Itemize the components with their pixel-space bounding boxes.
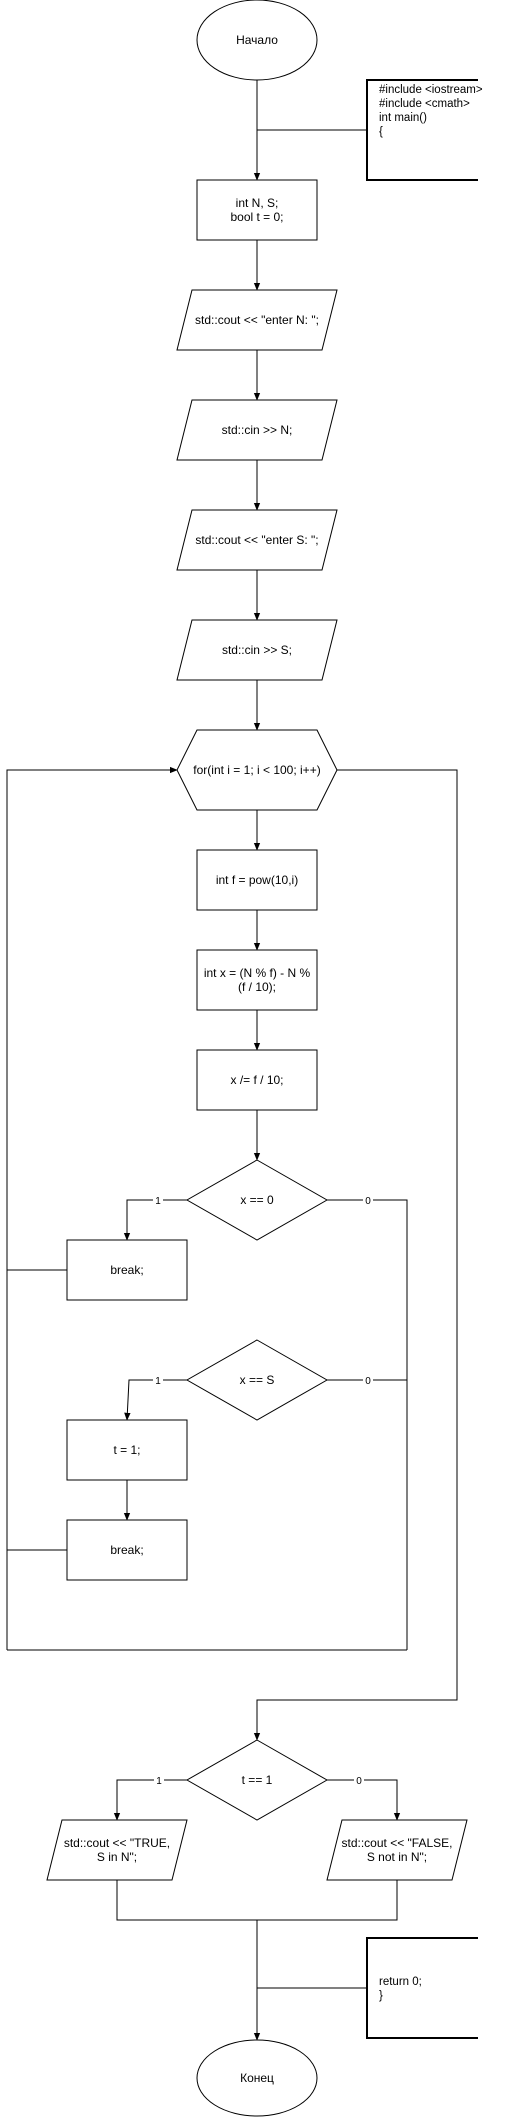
set-t-box <box>66 1419 188 1481</box>
break-2-box <box>66 1519 188 1581</box>
read-s-label: std::cin >> S; <box>222 643 292 657</box>
calc-f-node: int f = pow(10,i) <box>196 849 318 911</box>
declare-box <box>196 179 318 241</box>
out-false-parallelogram <box>326 1819 468 1881</box>
check-zero-yes-label: 1 <box>155 1196 161 1207</box>
check-t-node: t == 1 <box>185 1739 329 1821</box>
calc-f-box <box>196 849 318 911</box>
out-false-line-1: std::cout << "FALSE, <box>342 1836 453 1850</box>
break-1-node: break; <box>66 1239 188 1301</box>
set-t-node: t = 1; <box>66 1419 188 1481</box>
start-node: Начало <box>196 0 318 81</box>
annotation-top: #include <iostream> #include <cmath> int… <box>366 79 483 181</box>
prompt-s-label: std::cout << "enter S: "; <box>195 533 318 547</box>
check-t-diamond <box>185 1739 329 1821</box>
start-ellipse <box>196 0 318 81</box>
check-zero-no-label: 0 <box>365 1196 371 1207</box>
check-zero-node: x == 0 <box>185 1159 329 1241</box>
connector-loop-exit <box>253 769 458 1741</box>
div-x-node: x /= f / 10; <box>196 1049 318 1111</box>
div-x-label: x /= f / 10; <box>230 1073 283 1087</box>
read-n-label: std::cin >> N; <box>222 423 293 437</box>
loop-hexagon <box>176 729 338 811</box>
connector-merge <box>116 1880 398 1921</box>
calc-x-line-2: (f / 10); <box>238 980 276 994</box>
prompt-s-parallelogram <box>176 509 338 571</box>
break-2-node: break; <box>66 1519 188 1581</box>
break-2-label: break; <box>110 1543 143 1557</box>
end-ellipse <box>196 2039 318 2117</box>
read-s-node: std::cin >> S; <box>176 619 338 681</box>
loop-node: for(int i = 1; i < 100; i++) <box>176 729 338 811</box>
prompt-s-node: std::cout << "enter S: "; <box>176 509 338 571</box>
annotation-bottom-bracket <box>366 1937 478 2039</box>
out-true-line-1: std::cout << "TRUE, <box>64 1836 170 1850</box>
annotation-top-line-3: int main() <box>379 112 427 124</box>
read-n-parallelogram <box>176 399 338 461</box>
connector-check-t-yes <box>113 1779 187 1821</box>
check-s-node: x == S <box>185 1339 329 1421</box>
set-t-label: t = 1; <box>113 1443 140 1457</box>
connector-check-t-no <box>327 1779 401 1821</box>
check-t-label: t == 1 <box>242 1773 273 1787</box>
annotation-top-line-4: { <box>379 126 383 138</box>
out-true-parallelogram <box>46 1819 188 1881</box>
read-n-node: std::cin >> N; <box>176 399 338 461</box>
connector-check-zero-no <box>327 1199 408 1650</box>
connector-loop-return <box>6 766 178 1650</box>
check-s-diamond <box>185 1339 329 1421</box>
read-s-parallelogram <box>176 619 338 681</box>
out-false-node: std::cout << "FALSE, S not in N"; <box>326 1819 468 1881</box>
calc-x-line-1: int x = (N % f) - N % <box>204 966 311 980</box>
annotation-bottom-line-1: return 0; <box>379 1976 422 1988</box>
break-1-label: break; <box>110 1263 143 1277</box>
check-s-no-label: 0 <box>365 1376 371 1387</box>
check-zero-label: x == 0 <box>240 1193 274 1207</box>
calc-x-box <box>196 949 318 1011</box>
declare-line-2: bool t = 0; <box>230 210 283 224</box>
out-true-node: std::cout << "TRUE, S in N"; <box>46 1819 188 1881</box>
div-x-box <box>196 1049 318 1111</box>
annotation-top-line-2: #include <cmath> <box>379 98 470 110</box>
annotation-top-bracket <box>366 79 478 181</box>
annotation-top-line-1: #include <iostream> <box>379 84 483 96</box>
loop-label: for(int i = 1; i < 100; i++) <box>193 763 320 777</box>
connectors <box>6 80 458 2041</box>
calc-f-label: int f = pow(10,i) <box>216 873 298 887</box>
branch-labels: 1 0 1 0 1 0 <box>153 1194 373 1787</box>
calc-x-node: int x = (N % f) - N % (f / 10); <box>196 949 318 1011</box>
annotation-bottom: return 0; } <box>366 1937 478 2039</box>
check-s-label: x == S <box>240 1373 275 1387</box>
declare-line-1: int N, S; <box>236 196 279 210</box>
check-zero-diamond <box>185 1159 329 1241</box>
out-true-line-2: S in N"; <box>97 1850 137 1864</box>
end-node: Конец <box>196 2039 318 2117</box>
check-s-yes-label: 1 <box>155 1376 161 1387</box>
out-false-line-2: S not in N"; <box>367 1850 427 1864</box>
connector-check-zero-yes <box>123 1199 187 1241</box>
start-label: Начало <box>236 33 278 47</box>
connector-check-s-yes <box>124 1379 187 1421</box>
prompt-n-parallelogram <box>176 289 338 351</box>
annotation-bottom-line-2: } <box>379 1990 383 2002</box>
break-1-box <box>66 1239 188 1301</box>
check-t-yes-label: 1 <box>156 1776 162 1787</box>
prompt-n-label: std::cout << "enter N: "; <box>195 313 319 327</box>
prompt-n-node: std::cout << "enter N: "; <box>176 289 338 351</box>
declare-node: int N, S; bool t = 0; <box>196 179 318 241</box>
end-label: Конец <box>240 2071 274 2085</box>
check-t-no-label: 0 <box>356 1776 362 1787</box>
